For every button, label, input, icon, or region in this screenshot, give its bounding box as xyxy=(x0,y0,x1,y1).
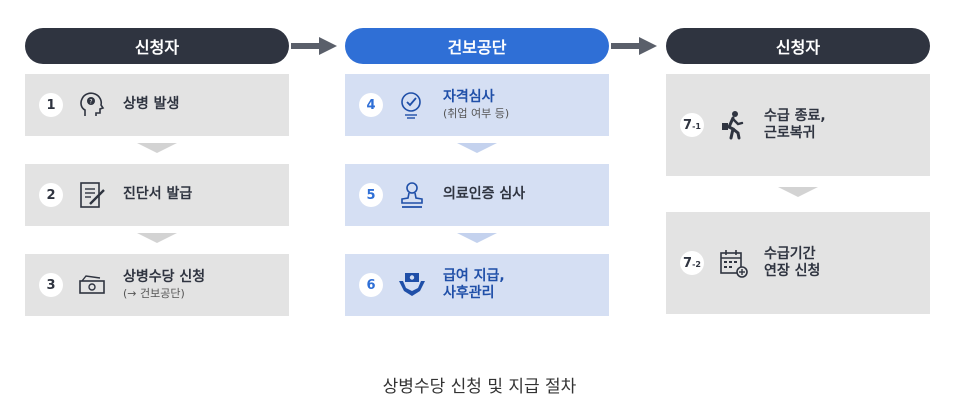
step-label: 수급 종료, xyxy=(764,107,826,124)
head-question-icon: ? xyxy=(75,88,109,122)
figure-caption: 상병수당 신청 및 지급 절차 xyxy=(382,377,577,397)
down-arrow xyxy=(457,143,497,153)
walking-person-icon xyxy=(716,108,750,142)
column-applicant-2: 신청자 7-1 수급 종료, 근로복귀 7-2 수급기간 연장 신청 xyxy=(666,28,930,314)
step-number: 6 xyxy=(359,273,383,297)
down-arrow xyxy=(778,187,818,197)
down-arrow xyxy=(137,233,177,243)
step-4-box: 4 자격심사 (취업 여부 등) xyxy=(345,74,609,136)
step-number: 5 xyxy=(359,183,383,207)
column-nhis: 건보공단 4 자격심사 (취업 여부 등) 5 의료인증 심사 6 급여 지급,… xyxy=(345,28,609,316)
step-3-box: 3 상병수당 신청 (→ 건보공단) xyxy=(25,254,289,316)
step-label: 급여 지급, xyxy=(443,267,505,284)
step-number: 2 xyxy=(39,183,63,207)
right-arrow-icon xyxy=(291,37,337,55)
step-label: 상병수당 신청 xyxy=(123,269,206,286)
step-sublabel: (→ 건보공단) xyxy=(123,286,185,300)
step-1-box: 1 ? 상병 발생 xyxy=(25,74,289,136)
step-number: 1 xyxy=(39,93,63,117)
step-number: 7-1 xyxy=(680,113,704,137)
svg-text:?: ? xyxy=(89,99,92,106)
step-label: 의료인증 심사 xyxy=(443,186,526,203)
step-number: 4 xyxy=(359,93,383,117)
step-sublabel: (취업 여부 등) xyxy=(443,106,510,120)
down-arrow xyxy=(457,233,497,243)
step-label-line2: 사후관리 xyxy=(443,285,495,301)
stamp-icon xyxy=(395,178,429,212)
right-arrow-icon xyxy=(611,37,657,55)
step-label: 자격심사 xyxy=(443,89,495,106)
step-label-line2: 근로복귀 xyxy=(764,125,816,141)
step-number: 3 xyxy=(39,273,63,297)
column-header: 신청자 xyxy=(25,28,289,64)
column-applicant-1: 신청자 1 ? 상병 발생 2 진단서 발급 3 상병수당 신청 (→ 건보공단… xyxy=(25,28,289,316)
step-label-line2: 연장 신청 xyxy=(764,263,821,279)
hands-money-icon xyxy=(395,268,429,302)
down-arrow xyxy=(137,143,177,153)
calendar-icon xyxy=(716,246,750,280)
checklist-icon xyxy=(395,88,429,122)
step-5-box: 5 의료인증 심사 xyxy=(345,164,609,226)
step-6-box: 6 급여 지급, 사후관리 xyxy=(345,254,609,316)
step-2-box: 2 진단서 발급 xyxy=(25,164,289,226)
step-label: 진단서 발급 xyxy=(123,186,193,203)
step-7-1-box: 7-1 수급 종료, 근로복귀 xyxy=(666,74,930,176)
column-header: 신청자 xyxy=(666,28,930,64)
document-pen-icon xyxy=(75,178,109,212)
step-7-2-box: 7-2 수급기간 연장 신청 xyxy=(666,212,930,314)
column-header: 건보공단 xyxy=(345,28,609,64)
step-label: 수급기간 xyxy=(764,245,816,262)
step-label: 상병 발생 xyxy=(123,96,180,113)
money-icon xyxy=(75,268,109,302)
step-number: 7-2 xyxy=(680,251,704,275)
